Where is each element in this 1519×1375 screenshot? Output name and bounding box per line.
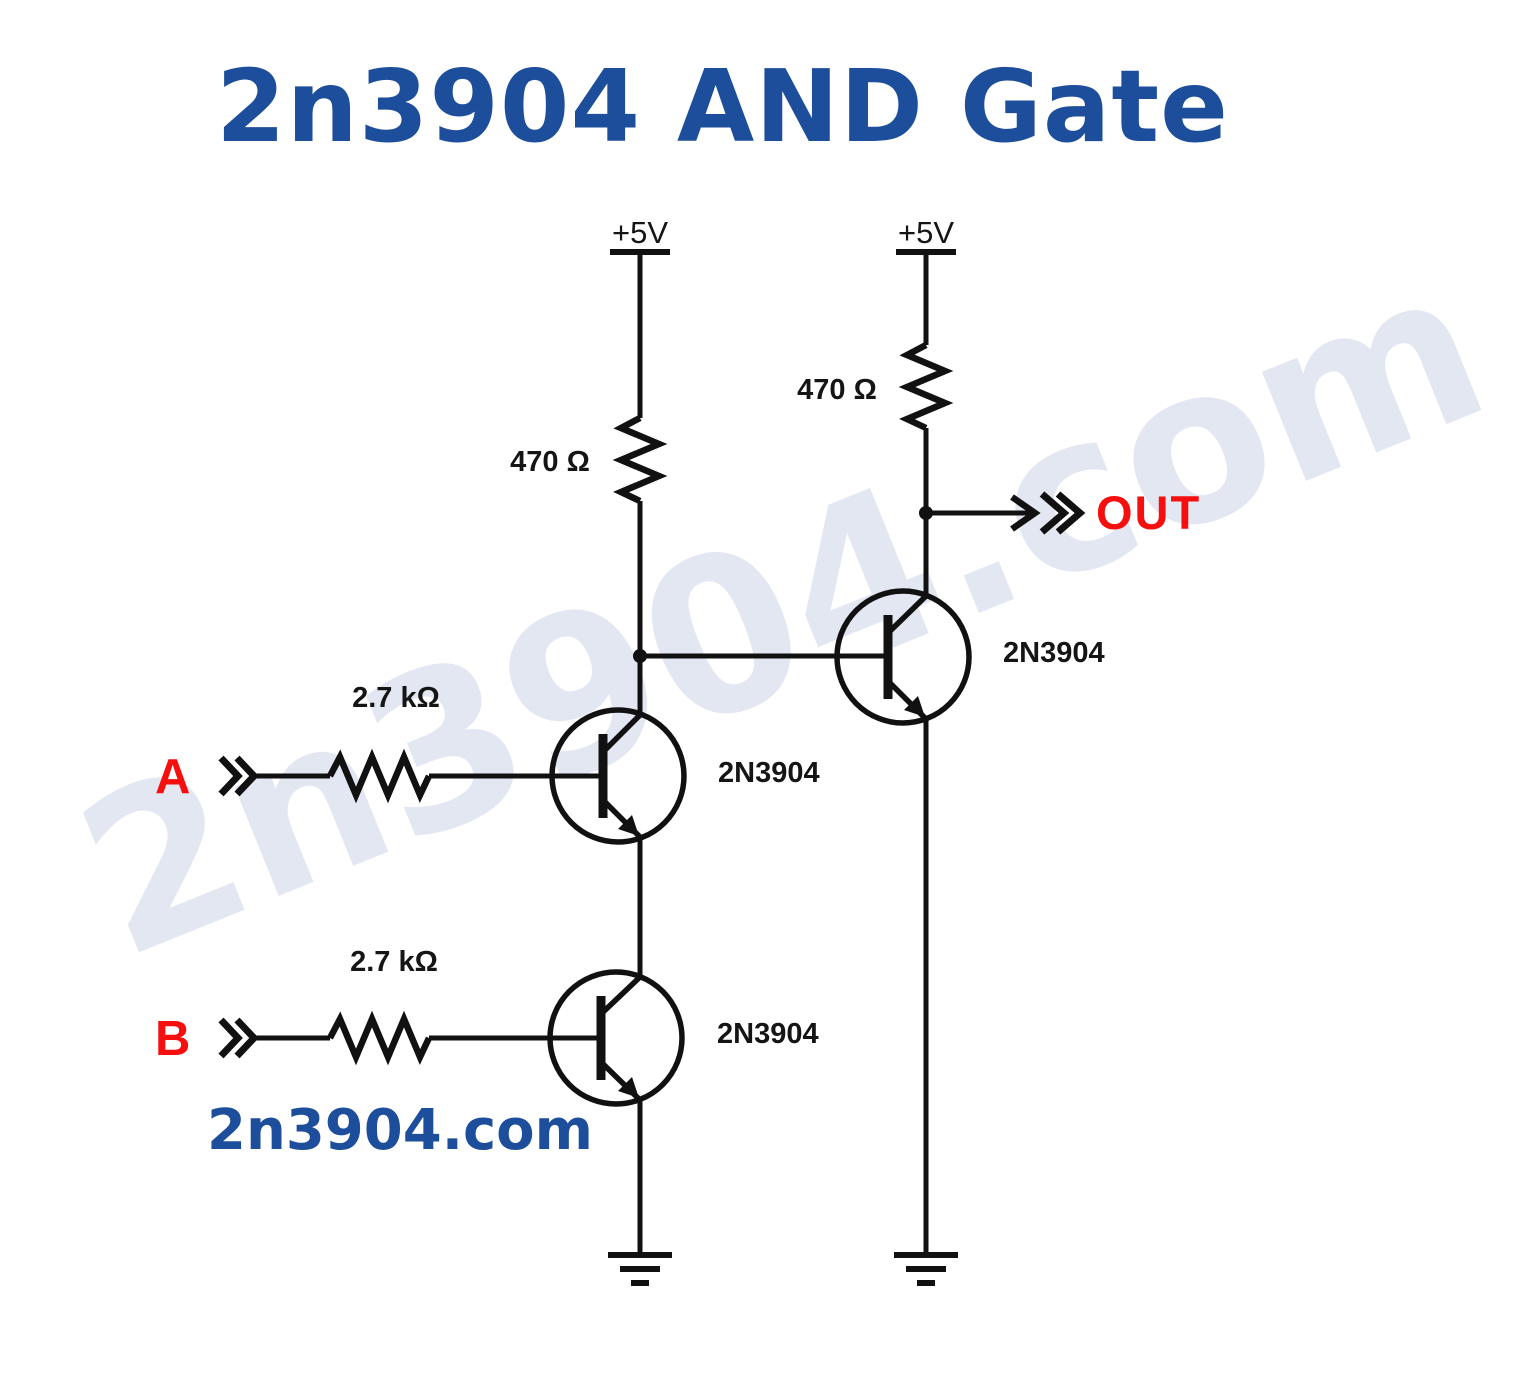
resistor-zigzag-icon: [612, 415, 668, 504]
transistor-q2-label: 2N3904: [717, 1018, 819, 1050]
resistor-right-470: 470 Ω: [797, 342, 954, 431]
transistor-q2: 2N3904: [547, 969, 819, 1107]
resistor-a-label: 2.7 kΩ: [352, 682, 440, 714]
left-supply-label: +5V: [612, 215, 668, 250]
chevron-icon: [1039, 491, 1070, 535]
resistor-right-label: 470 Ω: [797, 374, 877, 406]
collector-lead-icon: [601, 712, 643, 754]
emitter-arrow-icon: [904, 696, 925, 717]
transistor-circle-icon: [549, 707, 687, 845]
right-supply-label: +5V: [898, 215, 954, 250]
resistor-zigzag-icon: [327, 1010, 432, 1066]
transistor-circle-icon: [834, 588, 972, 726]
ground-symbol-left: [608, 1252, 672, 1286]
collector-lead-icon: [599, 975, 642, 1016]
output-label: OUT: [1096, 486, 1201, 539]
arrowhead-icon: [1010, 494, 1041, 532]
input-b-label: B: [155, 1012, 190, 1066]
transistor-q1: 2N3904: [549, 656, 820, 845]
emitter-arrow-icon: [618, 815, 639, 836]
transistor-q1-label: 2N3904: [718, 757, 820, 789]
transistor-q3: 2N3904: [640, 513, 1105, 726]
site-credit-text: 2n3904.com: [207, 1098, 593, 1163]
resistor-zigzag-icon: [898, 342, 954, 431]
resistor-zigzag-icon: [327, 748, 432, 804]
input-a-branch: A 2.7 kΩ: [155, 682, 603, 804]
resistor-b-label: 2.7 kΩ: [350, 946, 438, 978]
chevron-icon: [218, 755, 243, 797]
resistor-left-label: 470 Ω: [510, 446, 590, 478]
emitter-arrow-icon: [618, 1077, 639, 1098]
input-b-branch: B 2.7 kΩ: [155, 946, 601, 1066]
resistor-left-470: 470 Ω: [510, 415, 668, 504]
ground-symbol-right: [894, 1252, 958, 1286]
transistor-circle-icon: [547, 969, 685, 1107]
input-a-label: A: [155, 750, 190, 804]
chevron-icon: [218, 1017, 243, 1059]
right-supply-rail: +5V: [896, 215, 956, 345]
transistor-q3-label: 2N3904: [1003, 637, 1105, 669]
collector-lead-icon: [886, 594, 928, 635]
output-port: OUT: [926, 486, 1201, 539]
chevron-icon: [1055, 491, 1086, 535]
left-supply-rail: +5V: [610, 215, 670, 418]
page-title: 2n3904 AND Gate: [216, 48, 1229, 165]
